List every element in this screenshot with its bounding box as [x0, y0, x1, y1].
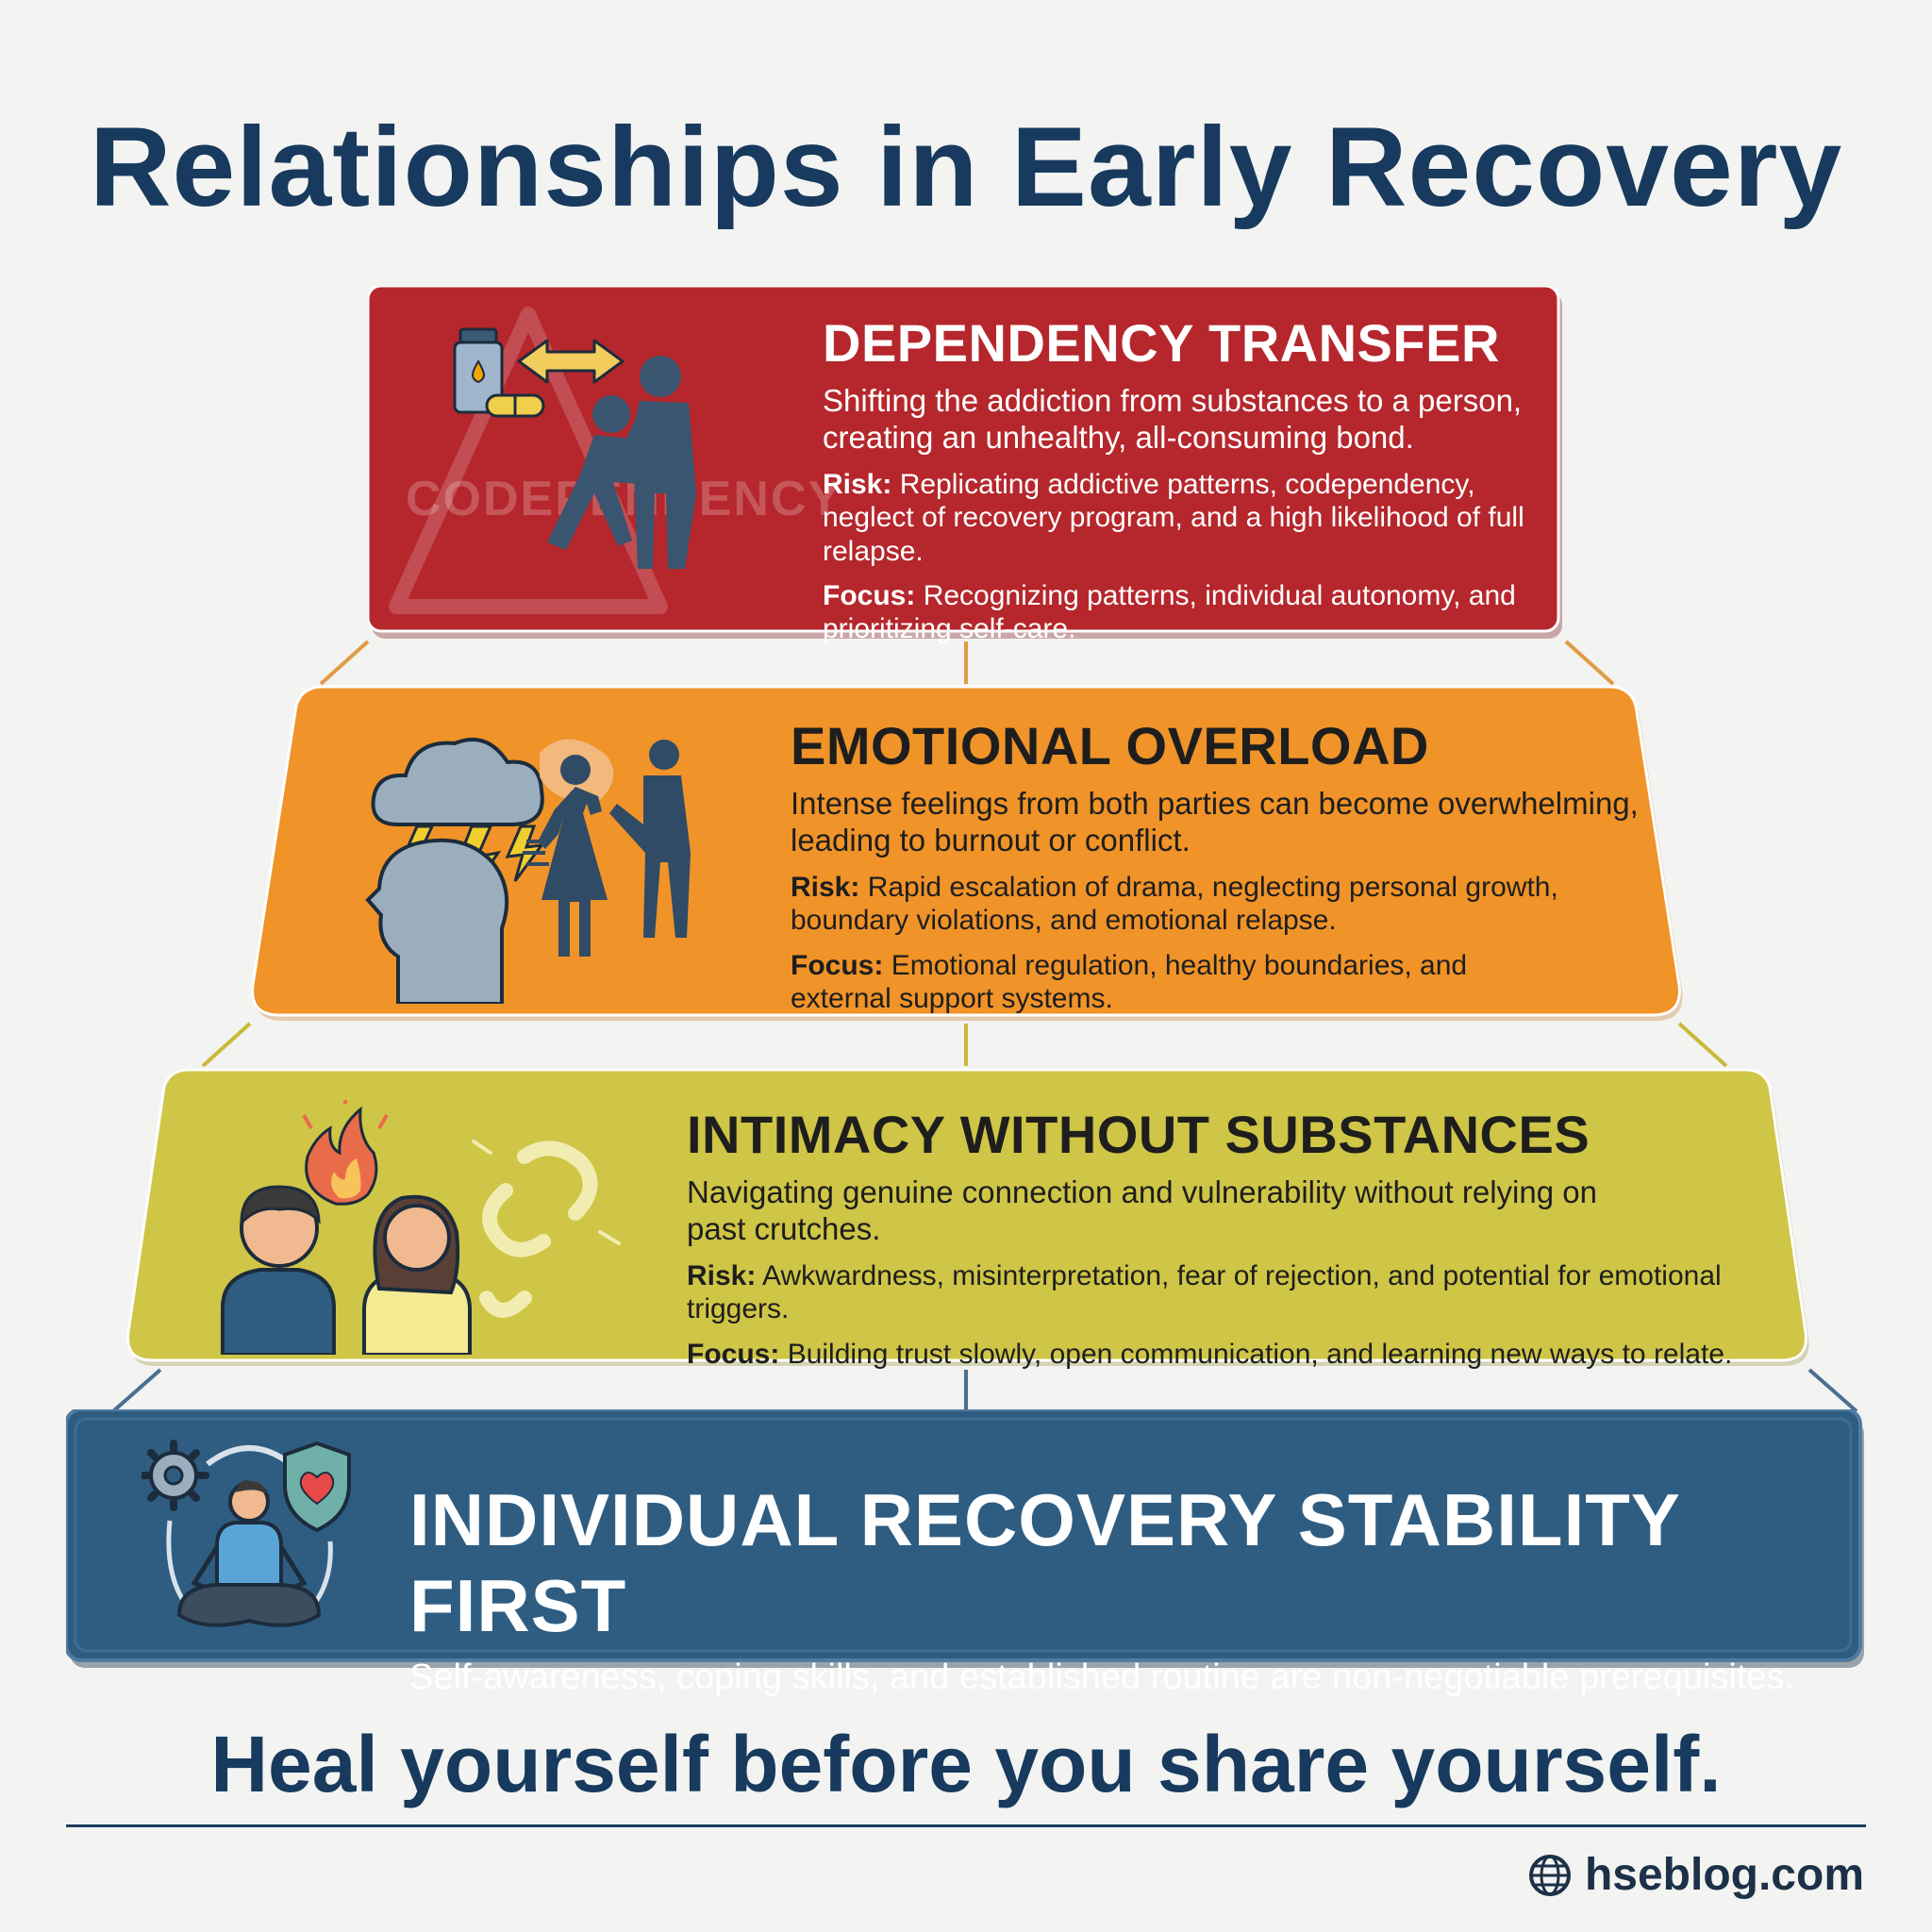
tier-4-background [66, 1409, 1864, 1668]
tier-1-heading: DEPENDENCY TRANSFER [823, 313, 1500, 373]
tier-3-risk-text: Awkwardness, misinterpretation, fear of … [687, 1259, 1722, 1325]
heart-shield-icon [283, 1441, 351, 1533]
tier-2-risk-label: Risk: [791, 871, 860, 903]
head-icon [365, 838, 509, 1004]
tier-emotional-overload: EMOTIONAL OVERLOAD Intense feelings from… [247, 683, 1685, 1024]
tier-intimacy-without-substances: INTIMACY WITHOUT SUBSTANCES Navigating g… [123, 1066, 1811, 1370]
tier-3-description: Navigating genuine connection and vulner… [687, 1174, 1597, 1246]
tier-3-focus-label: Focus: [687, 1338, 780, 1370]
tier-1-focus: Focus: Recognizing patterns, individual … [823, 579, 1549, 646]
tier-2-focus-label: Focus: [791, 949, 884, 981]
tier-3-heading: INTIMACY WITHOUT SUBSTANCES [687, 1105, 1591, 1164]
tier-4-heading: INDIVIDUAL RECOVERY STABILITY FIRST [409, 1478, 1680, 1647]
globe-icon [1528, 1854, 1571, 1896]
tier-4-text: INDIVIDUAL RECOVERY STABILITY FIRST Self… [409, 1477, 1806, 1699]
tier-2-risk: Risk: Rapid escalation of drama, neglect… [791, 871, 1677, 938]
tier-1-risk: Risk: Replicating addictive patterns, co… [823, 468, 1549, 568]
arguing-couple-icon [523, 739, 691, 957]
meditating-person-icon [176, 1480, 322, 1627]
tier-dependency-transfer: CODEPENDENCY DEPENDENCY TRANSFER Shiftin… [368, 286, 1564, 644]
tier-2-focus: Focus: Emotional regulation, healthy bou… [791, 949, 1564, 1016]
broken-chain-icon [472, 1140, 621, 1318]
tier-2-focus-text: Emotional regulation, healthy boundaries… [791, 949, 1468, 1015]
tier-2-risk-text: Rapid escalation of drama, neglecting pe… [791, 871, 1558, 937]
tier-1-focus-text: Recognizing patterns, individual autonom… [823, 580, 1516, 645]
tier-1-focus-label: Focus: [823, 580, 916, 612]
swap-arrow-icon [517, 339, 625, 384]
gear-icon [142, 1440, 209, 1511]
man-avatar-icon [221, 1185, 336, 1355]
woman-avatar-icon [362, 1194, 472, 1355]
tier-3-text: INTIMACY WITHOUT SUBSTANCES Navigating g… [687, 1104, 1800, 1371]
tier-individual-recovery: INDIVIDUAL RECOVERY STABILITY FIRST Self… [66, 1409, 1868, 1697]
page-title: Relationships in Early Recovery [89, 104, 1843, 230]
tier-3-focus-text: Building trust slowly, open communicatio… [787, 1338, 1733, 1370]
tier-2-illustration [365, 738, 691, 1004]
supporting-people-icon [547, 356, 696, 569]
tier-2-heading: EMOTIONAL OVERLOAD [791, 716, 1429, 775]
tier-1-description: Shifting the addiction from substances t… [823, 383, 1523, 455]
tier-2-description: Intense feelings from both parties can b… [791, 786, 1639, 858]
tier-4-illustration [142, 1440, 351, 1627]
tier-1-risk-label: Risk: [823, 468, 892, 500]
tier-3-risk: Risk: Awkwardness, misinterpretation, fe… [687, 1259, 1800, 1326]
tier-3-risk-label: Risk: [687, 1259, 757, 1291]
tier-3-focus: Focus: Building trust slowly, open commu… [687, 1338, 1800, 1371]
tier-1-illustration [453, 327, 696, 569]
website-text: hseblog.com [1584, 1850, 1864, 1900]
tagline: Heal yourself before you share yourself. [210, 1720, 1722, 1808]
website-link[interactable]: hseblog.com [1528, 1849, 1864, 1901]
tier-4-description: Self-awareness, coping skills, and estab… [409, 1657, 1795, 1697]
footer-divider [66, 1824, 1866, 1827]
tier-1-text: DEPENDENCY TRANSFER Shifting the addicti… [823, 312, 1549, 646]
medicine-bottle-icon [453, 327, 545, 418]
tier-3-illustration [221, 1100, 621, 1355]
tier-1-risk-text: Replicating addictive patterns, codepend… [823, 468, 1524, 567]
tier-2-text: EMOTIONAL OVERLOAD Intense feelings from… [791, 715, 1677, 1015]
flame-icon [302, 1100, 389, 1206]
